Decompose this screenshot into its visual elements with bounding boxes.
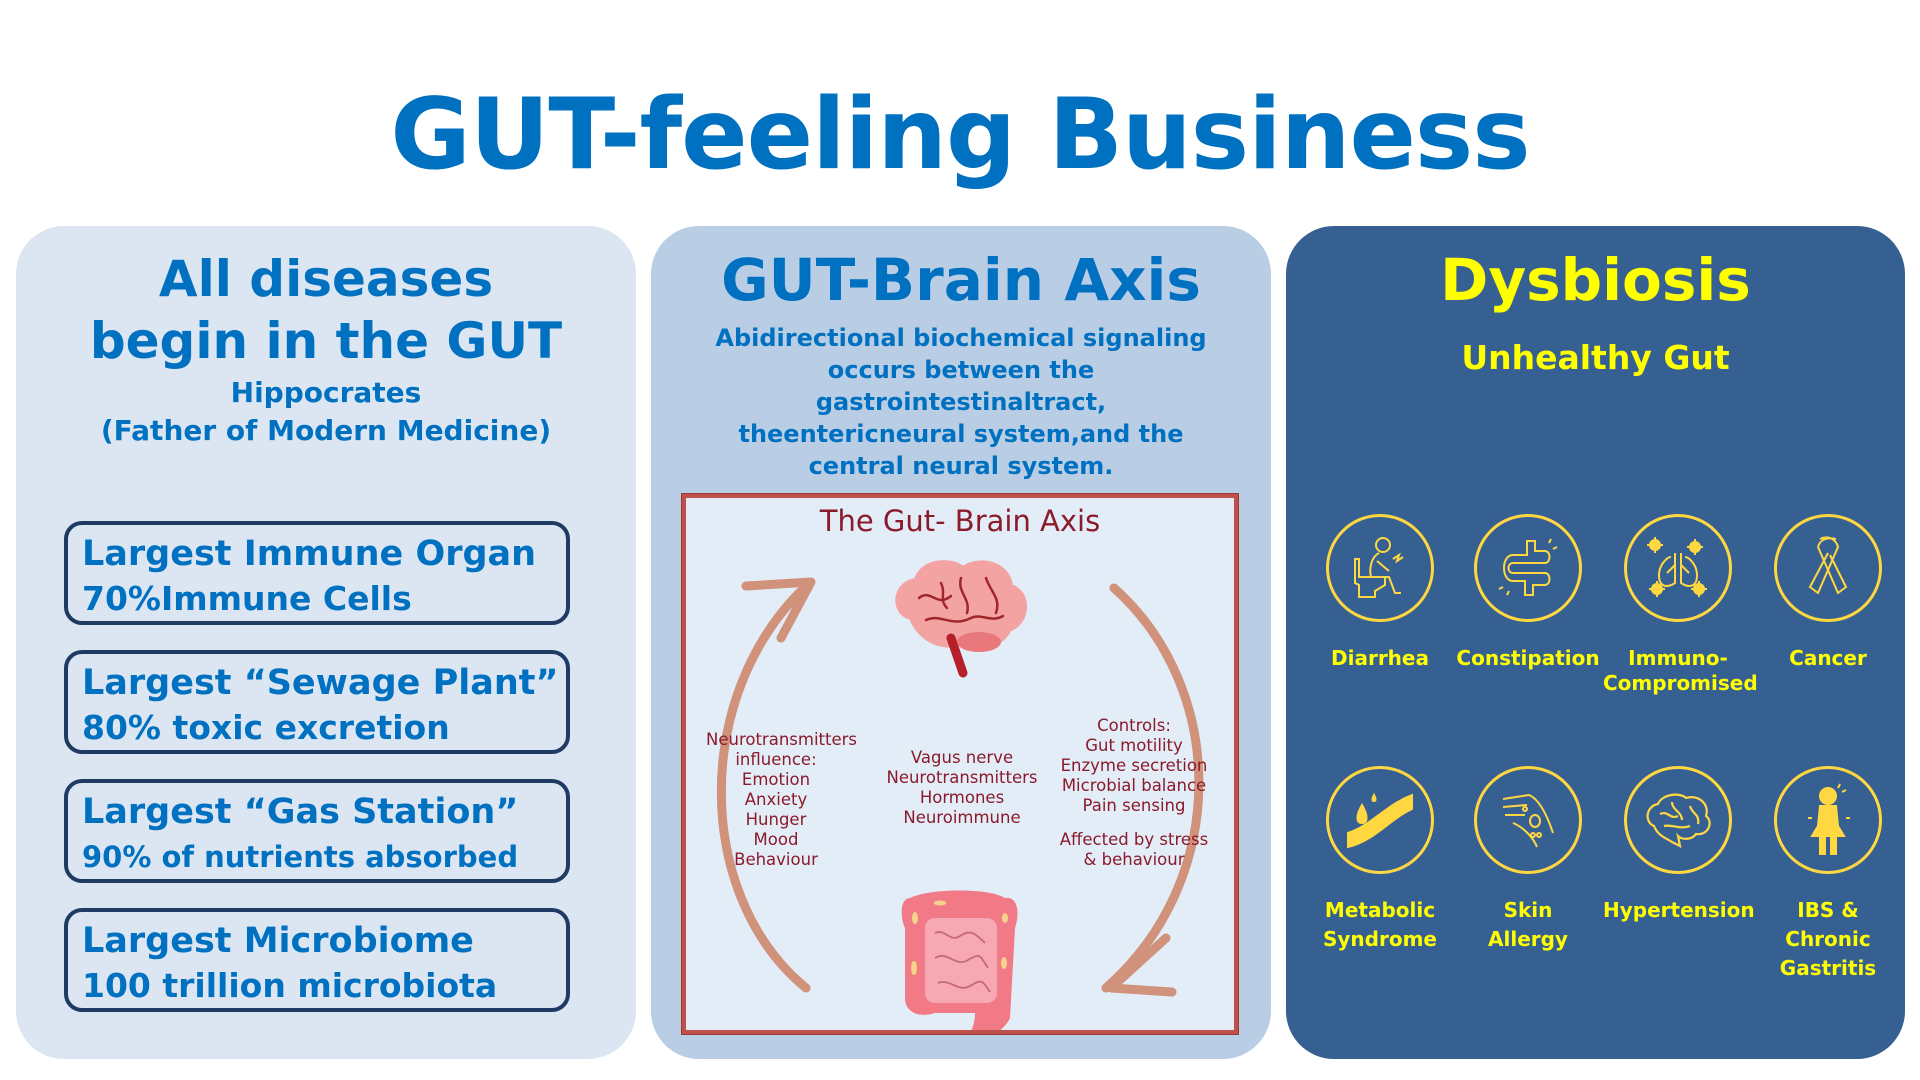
panel-title: Dysbiosis: [1440, 246, 1751, 314]
page-title: GUT-feeling Business: [390, 78, 1530, 192]
gut-facts-panel: All diseases begin in the GUT Hippocrate…: [16, 226, 636, 1059]
description-line: theentericneural system,and the: [738, 420, 1184, 448]
condition-label: Cancer: [1789, 646, 1867, 670]
condition-label-line: Chronic: [1785, 927, 1871, 951]
description-line: occurs between the: [827, 356, 1095, 384]
toilet-person-icon: [1326, 514, 1434, 622]
panel-heading: All diseases begin in the GUT: [16, 248, 636, 372]
diagram-text: Emotion: [741, 770, 811, 789]
diagram-text: Hormones: [919, 788, 1005, 807]
fact-title: Largest “Gas Station”: [82, 792, 519, 832]
condition-label-line: Allergy: [1488, 927, 1568, 951]
fact-card: Largest “Sewage Plant” 80% toxic excreti…: [64, 650, 570, 754]
condition-immunocompromised: Immuno- Compromised: [1603, 514, 1758, 698]
fact-title: Largest Immune Organ: [82, 534, 537, 574]
condition-label: Metabolic Syndrome: [1305, 896, 1455, 954]
diagram-text: Enzyme secretion: [1060, 756, 1208, 775]
condition-label-line: Syndrome: [1322, 927, 1437, 951]
condition-metabolic-syndrome: Metabolic Syndrome: [1305, 766, 1455, 954]
blood-vessel-icon: [1326, 766, 1434, 874]
diagram-left-column: Neurotransmitters influence: Emotion Anx…: [706, 730, 858, 870]
axis-description: Abidirectional biochemical signaling occ…: [671, 322, 1251, 482]
condition-cancer: Cancer: [1753, 514, 1903, 673]
fact-detail: 100 trillion microbiota: [82, 966, 498, 1005]
panel-subtitle: Unhealthy Gut: [1461, 338, 1730, 377]
condition-diarrhea: Diarrhea: [1305, 514, 1455, 673]
description-line: Abidirectional biochemical signaling: [715, 324, 1207, 352]
condition-label: IBS & Chronic Gastritis: [1753, 896, 1903, 983]
diagram-text: Hunger: [745, 810, 807, 829]
right-arrowhead: [1106, 933, 1177, 997]
hand-rash-icon: [1474, 766, 1582, 874]
diagram-text: Gut motility: [1085, 736, 1183, 755]
fact-detail: 70%Immune Cells: [82, 579, 412, 618]
diagram-text: Neuroimmune: [903, 808, 1021, 827]
condition-label-line: IBS &: [1797, 898, 1859, 922]
condition-label: Immuno- Compromised: [1603, 644, 1758, 698]
panel-title: GUT-Brain Axis: [721, 246, 1201, 314]
diagram-text: & behaviour: [1083, 850, 1185, 869]
condition-constipation: Constipation: [1453, 514, 1603, 673]
diagram-right-column: Controls: Gut motility Enzyme secretion …: [1054, 716, 1214, 870]
right-arrow: [1101, 583, 1204, 993]
dysbiosis-panel: Dysbiosis Unhealthy Gut Diarrhea Constip…: [1286, 226, 1905, 1059]
diagram-center-column: Vagus nerve Neurotransmitters Hormones N…: [882, 748, 1042, 828]
diagram-text: Vagus nerve: [910, 748, 1014, 767]
left-arrow: [716, 583, 811, 993]
left-arrowhead: [741, 577, 816, 643]
fact-card: Largest Microbiome 100 trillion microbio…: [64, 908, 570, 1012]
condition-label-line: Gastritis: [1779, 956, 1877, 980]
intestine-icon: [901, 890, 1018, 1030]
condition-label: Diarrhea: [1331, 646, 1429, 670]
description-line: central neural system.: [808, 452, 1114, 480]
attribution-name: Hippocrates: [230, 376, 422, 409]
attribution-role: (Father of Modern Medicine): [100, 414, 552, 447]
diagram-text: Neurotransmitters: [706, 730, 858, 749]
diagram-text: influence:: [735, 750, 817, 769]
attribution: Hippocrates (Father of Modern Medicine): [16, 374, 636, 450]
condition-label-line: Compromised: [1603, 671, 1758, 695]
condition-hypertension: Hypertension: [1603, 766, 1755, 925]
diagram-text: Controls:: [1097, 716, 1171, 735]
condition-skin-allergy: Skin Allergy: [1453, 766, 1603, 954]
diagram-text: Behaviour: [734, 850, 818, 869]
condition-label-line: Skin: [1503, 898, 1553, 922]
stomach-pain-person-icon: [1774, 766, 1882, 874]
intestine-icon: [1474, 514, 1582, 622]
cycle-arrows: [716, 560, 1204, 1030]
gut-brain-diagram: The Gut- Brain Axis Neurotransmitters in…: [681, 493, 1239, 1035]
heading-line: begin in the GUT: [89, 312, 563, 370]
diagram-text: Affected by stress: [1059, 830, 1209, 849]
heading-line: All diseases: [158, 250, 494, 308]
fact-card: Largest Immune Organ 70%Immune Cells: [64, 521, 570, 625]
fact-title: Largest Microbiome: [82, 921, 474, 961]
diagram-title: The Gut- Brain Axis: [819, 504, 1101, 538]
condition-label-line: Metabolic: [1324, 898, 1436, 922]
diagram-text: Microbial balance: [1061, 776, 1207, 795]
condition-label: Constipation: [1456, 646, 1600, 670]
fact-detail: 90% of nutrients absorbed: [82, 840, 519, 874]
diagram-text: Pain sensing: [1082, 796, 1186, 815]
condition-label: Hypertension: [1603, 898, 1755, 922]
fact-title: Largest “Sewage Plant”: [82, 663, 559, 703]
brain-icon: [1624, 766, 1732, 874]
diagram-text: Neurotransmitters: [886, 768, 1038, 787]
ribbon-icon: [1774, 514, 1882, 622]
lungs-virus-icon: [1624, 514, 1732, 622]
condition-label: Skin Allergy: [1453, 896, 1603, 954]
condition-label-line: Immuno-: [1628, 646, 1728, 670]
condition-ibs-chronic-gastritis: IBS & Chronic Gastritis: [1753, 766, 1903, 983]
fact-card: Largest “Gas Station” 90% of nutrients a…: [64, 779, 570, 883]
gut-brain-axis-panel: GUT-Brain Axis Abidirectional biochemica…: [651, 226, 1271, 1059]
diagram-text: Anxiety: [744, 790, 808, 809]
fact-detail: 80% toxic excretion: [82, 708, 450, 747]
description-line: gastrointestinaltract,: [815, 388, 1107, 416]
brain-icon: [895, 560, 1027, 678]
diagram-text: Mood: [753, 830, 799, 849]
